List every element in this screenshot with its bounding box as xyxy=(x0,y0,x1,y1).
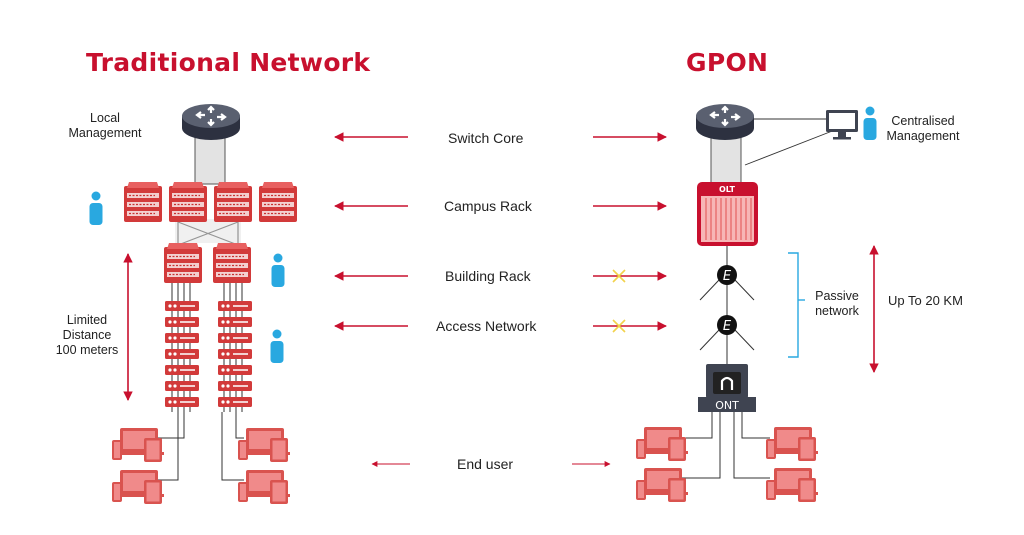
devices-right-1 xyxy=(636,427,688,461)
campus-switch-2 xyxy=(168,181,208,223)
person-icon-local-management xyxy=(89,191,103,225)
passive-network-line-2: network xyxy=(815,304,859,318)
ont-label: ONT xyxy=(715,399,739,412)
traditional-core-router xyxy=(180,102,242,142)
gpon-title: GPON xyxy=(686,48,769,77)
limited-distance-line-3: 100 meters xyxy=(55,343,119,357)
person-icon-centralised xyxy=(863,106,877,140)
distance-label: Up To 20 KM xyxy=(888,293,963,308)
gpon-core-router xyxy=(694,102,756,142)
building-switch-2 xyxy=(212,242,252,284)
fiber-links xyxy=(699,246,755,366)
ont-device-links xyxy=(680,412,770,479)
devices-left-1 xyxy=(112,428,164,462)
limited-distance-line-1: Limited xyxy=(66,313,108,327)
campus-switch-4 xyxy=(258,181,298,223)
passive-network-line-1: Passive xyxy=(815,289,859,303)
layer-label-switch-core: Switch Core xyxy=(448,130,524,146)
layer-label-campus-rack: Campus Rack xyxy=(444,198,532,214)
devices-right-4 xyxy=(766,468,818,502)
devices-right-2 xyxy=(636,468,688,502)
local-management-line-2: Management xyxy=(68,126,142,140)
center-arrows xyxy=(334,132,667,467)
splitter-2-label: E xyxy=(723,319,732,334)
person-icon-access xyxy=(270,329,284,363)
splitter-1: E xyxy=(717,265,737,285)
layer-label-access-network: Access Network xyxy=(436,318,537,334)
server-stack-right xyxy=(218,301,252,407)
layer-label-end-user: End user xyxy=(457,456,514,472)
limited-distance-line-2: Distance xyxy=(62,328,112,342)
gpon-uplink-tube xyxy=(710,131,742,185)
centralised-management-line-1: Centralised xyxy=(891,114,955,128)
olt-label: OLT xyxy=(719,185,736,194)
passive-network-bracket xyxy=(788,252,805,358)
devices-right-3 xyxy=(766,427,818,461)
monitor-icon xyxy=(826,110,858,140)
centralised-management-line-2: Management xyxy=(886,129,960,143)
devices-left-2 xyxy=(112,470,164,504)
local-management-label: Local Management xyxy=(60,111,150,141)
limited-distance-label: Limited Distance 100 meters xyxy=(42,313,132,358)
passive-network-label: Passive network xyxy=(802,289,872,319)
local-management-line-1: Local xyxy=(90,111,120,125)
management-links xyxy=(744,118,841,166)
server-stack-left xyxy=(165,301,199,407)
traditional-network-title: Traditional Network xyxy=(86,48,371,77)
layer-label-building-rack: Building Rack xyxy=(445,268,531,284)
centralised-management-label: Centralised Management xyxy=(877,114,969,144)
campus-switch-3 xyxy=(213,181,253,223)
campus-switch-1 xyxy=(123,181,163,223)
devices-left-4 xyxy=(238,470,290,504)
campus-links-tube xyxy=(175,219,241,243)
splitter-2: E xyxy=(717,315,737,335)
olt-icon: OLT xyxy=(697,182,758,246)
ont-icon: ONT xyxy=(698,364,756,412)
splitter-1-label: E xyxy=(723,269,732,284)
not-needed-cross-marks xyxy=(612,269,626,333)
devices-left-3 xyxy=(238,428,290,462)
person-icon-building xyxy=(271,253,285,287)
building-switch-1 xyxy=(163,242,203,284)
